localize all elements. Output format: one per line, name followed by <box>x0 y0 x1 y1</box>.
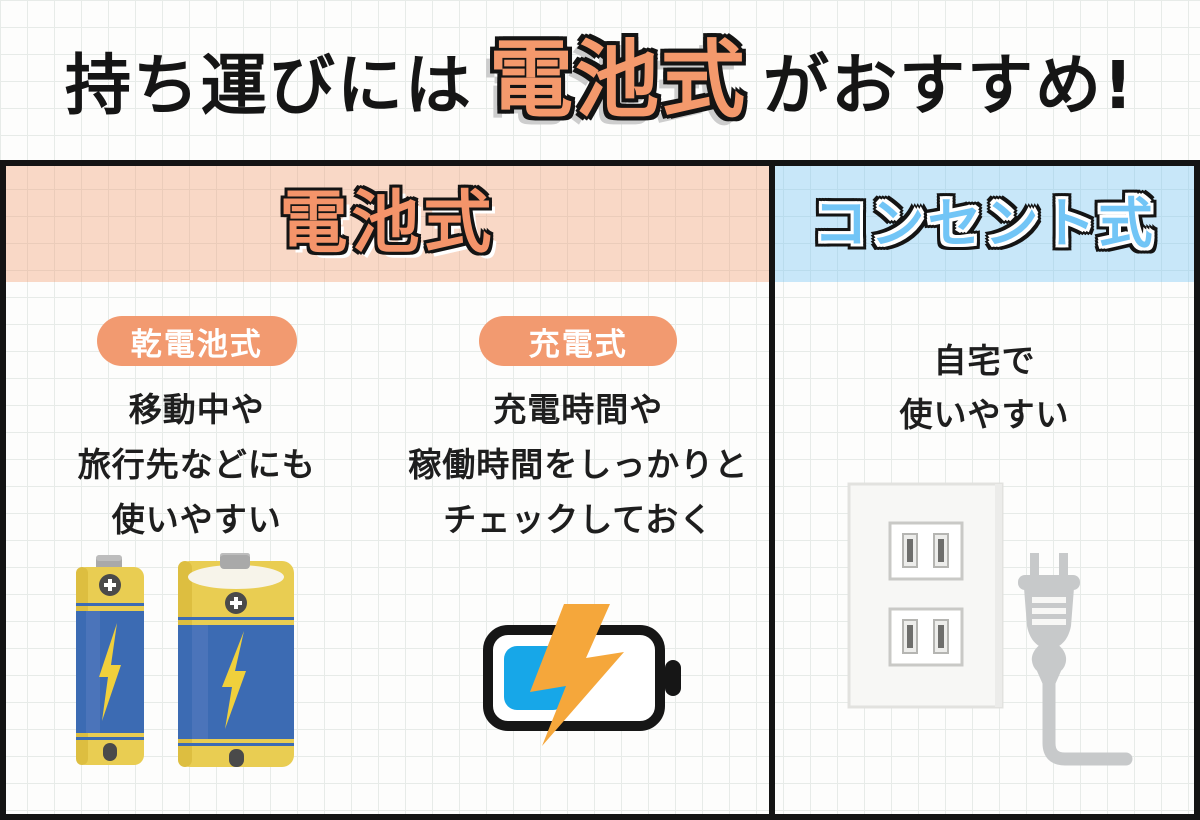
dry-cell-batteries-illustration-icon <box>76 553 294 767</box>
dry-battery-column: 乾電池式 移動中や 旅行先などにも 使いやすい <box>6 282 388 814</box>
battery-panel-body: 乾電池式 移動中や 旅行先などにも 使いやすい 充電式 充電時間や 稼働時間をし… <box>6 282 769 814</box>
dry-battery-badge: 乾電池式 <box>96 316 297 366</box>
battery-panel-header: 電池式 <box>6 166 769 282</box>
rechargeable-column: 充電式 充電時間や 稼働時間をしっかりと チェックしておく <box>388 282 770 814</box>
outlet-line-1: 自宅で <box>933 341 1036 380</box>
title-highlight: 電池式 <box>488 31 747 129</box>
rechargeable-badge: 充電式 <box>479 316 678 366</box>
dry-battery-line-2: 旅行先などにも <box>77 445 316 484</box>
rechargeable-description: 充電時間や 稼働時間をしっかりと チェックしておく <box>408 382 748 547</box>
battery-panel: 電池式 乾電池式 移動中や 旅行先などにも 使いやすい 充電式 充電時間や 稼働… <box>6 166 775 814</box>
rechargeable-line-1: 充電時間や <box>493 390 664 429</box>
dry-battery-line-1: 移動中や <box>128 390 265 429</box>
wall-outlet-and-plug-illustration-icon <box>847 482 1133 766</box>
outlet-line-2: 使いやすい <box>899 395 1070 434</box>
title-prefix: 持ち運びには <box>64 47 473 124</box>
comparison-table: 電池式 乾電池式 移動中や 旅行先などにも 使いやすい 充電式 充電時間や 稼働… <box>0 160 1200 820</box>
dry-battery-description: 移動中や 旅行先などにも 使いやすい <box>78 382 316 547</box>
title-suffix: がおすすめ! <box>762 47 1136 124</box>
outlet-panel-title: コンセント式 <box>813 192 1156 255</box>
outlet-panel-body: 自宅で 使いやすい <box>775 282 1194 814</box>
outlet-panel-header: コンセント式 <box>775 166 1194 282</box>
dry-battery-line-3: 使いやすい <box>111 500 282 539</box>
rechargeable-line-3: チェックしておく <box>443 500 714 539</box>
page-title: 持ち運びには 電池式 がおすすめ! <box>0 0 1200 160</box>
outlet-panel: コンセント式 自宅で 使いやすい <box>775 166 1194 814</box>
rechargeable-line-2: 稼働時間をしっかりと <box>408 445 749 484</box>
charging-battery-bolt-icon <box>483 604 681 746</box>
outlet-description: 自宅で 使いやすい <box>900 334 1070 442</box>
battery-panel-title: 電池式 <box>279 184 496 263</box>
